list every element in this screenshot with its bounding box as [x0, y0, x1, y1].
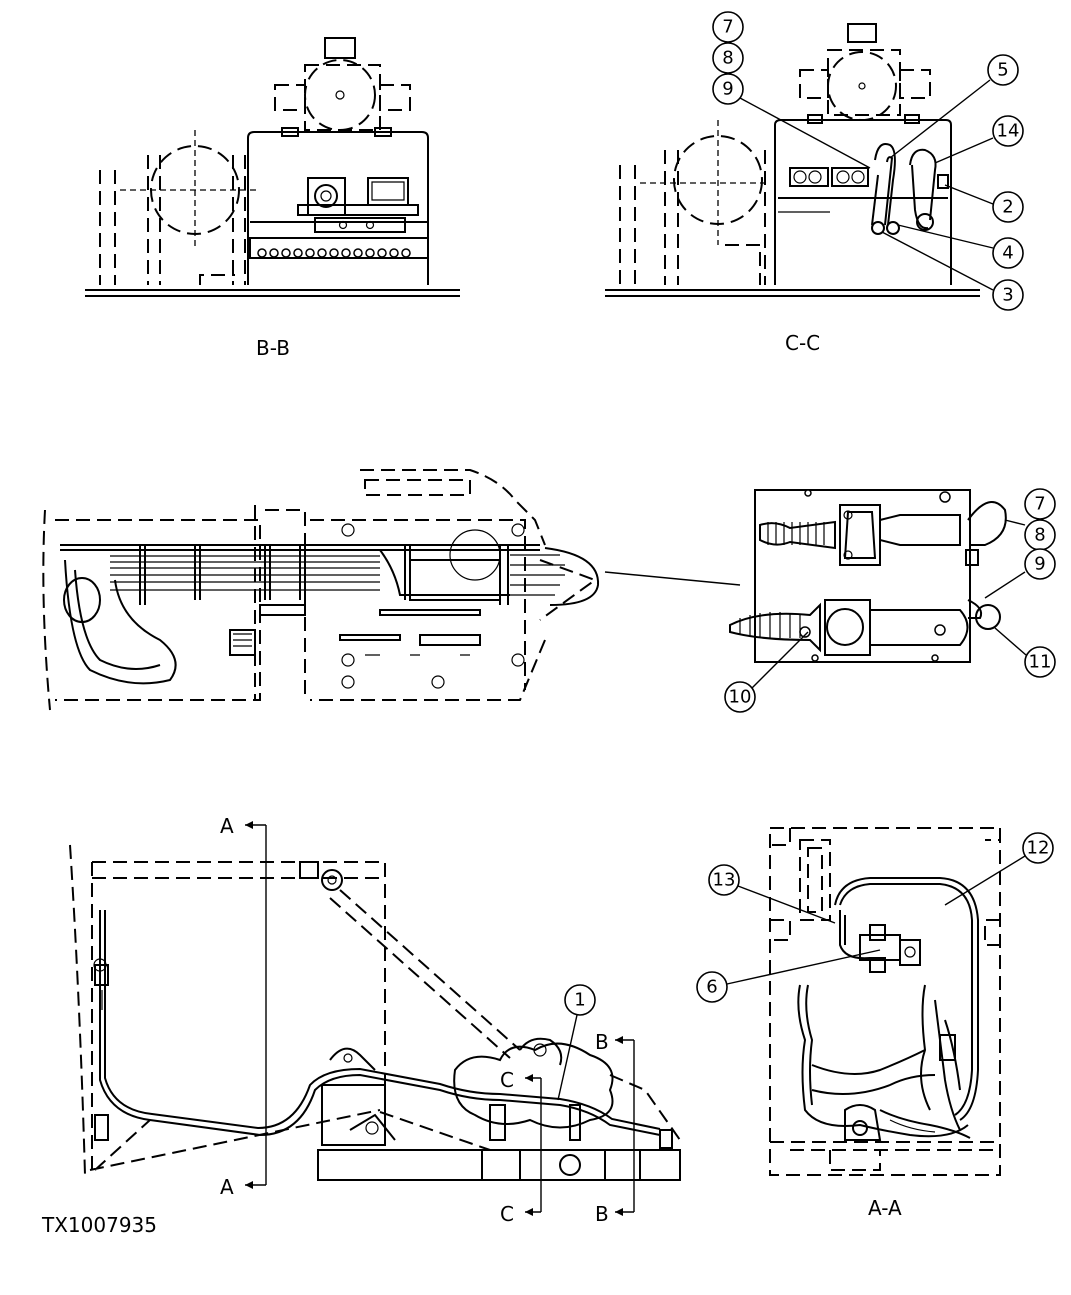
svg-text:3: 3 [1002, 285, 1013, 306]
callout-5-cc: 5 [987, 54, 1019, 86]
callout-10-detail: 10 [724, 681, 756, 713]
svg-text:10: 10 [729, 687, 752, 708]
svg-text:1: 1 [574, 990, 585, 1011]
callout-9-detail: 9 [1024, 548, 1056, 580]
callout-4-cc: 4 [992, 237, 1024, 269]
callout-8-detail: 8 [1024, 519, 1056, 551]
callout-6-aa: 6 [696, 971, 728, 1003]
svg-text:9: 9 [722, 79, 733, 100]
svg-text:6: 6 [706, 977, 717, 998]
side-view: A A B B C C 1 [69, 814, 681, 1226]
view-label-bb: B-B [256, 336, 290, 360]
view-label-aa: A-A [868, 1196, 902, 1220]
top-view [42, 469, 600, 711]
callout-3-cc: 3 [992, 279, 1024, 311]
section-marker-c-top: C [500, 1068, 514, 1092]
section-marker-a-bottom: A [220, 1175, 234, 1199]
svg-text:7: 7 [722, 17, 733, 38]
svg-text:14: 14 [997, 121, 1020, 142]
callout-12-aa: 12 [1022, 832, 1054, 864]
svg-text:9: 9 [1034, 554, 1045, 575]
section-marker-b-bottom: B [595, 1202, 609, 1226]
callout-14-cc: 14 [992, 115, 1024, 147]
callout-9-cc: 9 [712, 73, 744, 105]
svg-text:7: 7 [1034, 494, 1045, 515]
svg-text:4: 4 [1002, 243, 1013, 264]
figure-id: TX1007935 [41, 1213, 157, 1237]
svg-text:8: 8 [722, 48, 733, 69]
detail-plate: 7 8 9 11 10 [724, 488, 1056, 713]
callout-7-cc: 7 [712, 11, 744, 43]
svg-text:2: 2 [1002, 197, 1013, 218]
svg-text:13: 13 [713, 870, 736, 891]
callout-13-aa: 13 [708, 864, 740, 896]
section-marker-b-top: B [595, 1030, 609, 1054]
callout-11-detail: 11 [1024, 646, 1056, 678]
svg-text:11: 11 [1029, 652, 1052, 673]
section-marker-a-top: A [220, 814, 234, 838]
callout-1-side: 1 [564, 984, 596, 1016]
svg-text:12: 12 [1027, 838, 1050, 859]
section-marker-c-bottom: C [500, 1202, 514, 1226]
view-bb: B-B [85, 37, 460, 360]
callout-7-detail: 7 [1024, 488, 1056, 520]
svg-text:5: 5 [997, 60, 1008, 81]
terminal-row [257, 248, 411, 258]
svg-text:8: 8 [1034, 525, 1045, 546]
callout-2-cc: 2 [992, 191, 1024, 223]
view-aa: A-A 12 13 6 [696, 827, 1054, 1220]
view-label-cc: C-C [785, 331, 820, 355]
callout-8-cc: 8 [712, 42, 744, 74]
view-cc: C-C 7 8 9 5 14 2 4 [605, 11, 1024, 355]
